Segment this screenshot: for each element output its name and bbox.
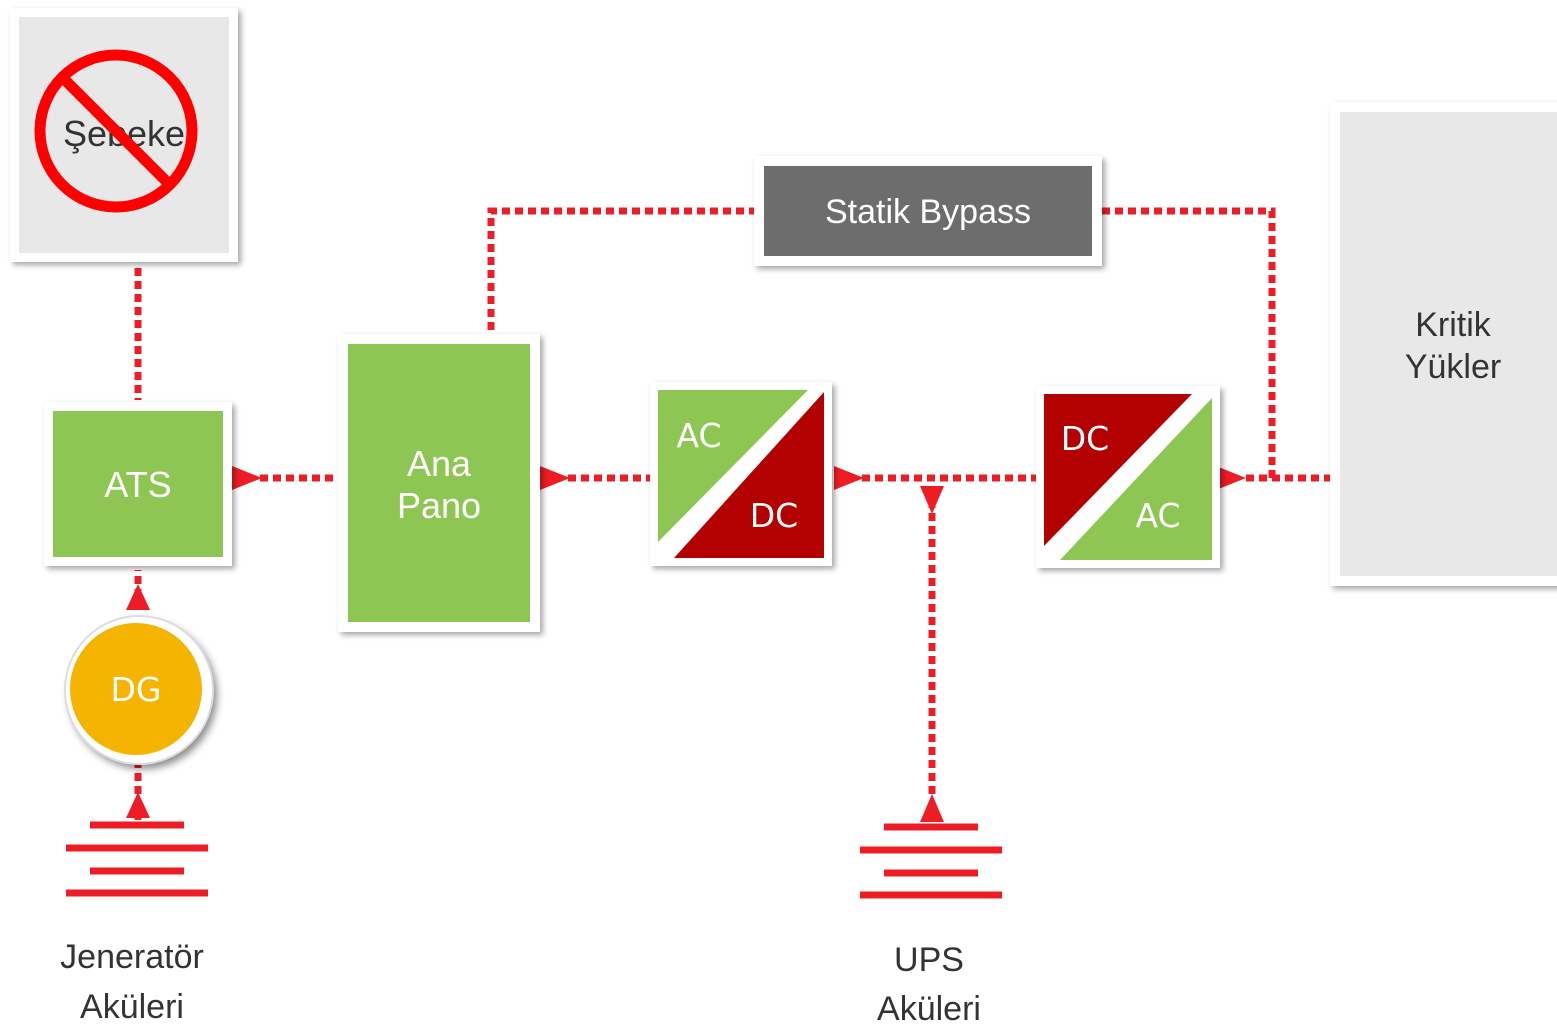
arrow-head [920,486,944,514]
static-bypass-node: Statik Bypass [754,156,1102,266]
critical-loads-node: Kritik Yükler [1330,102,1557,586]
sebeke-node: Şebeke [10,8,238,262]
arrow-head [126,584,150,610]
rectifier-ac-label: AC [676,416,721,455]
ups-battery-label-line1: UPS [894,941,964,979]
ana-pano-label-line2: Pano [397,485,481,526]
ups-battery-icon [860,823,1002,899]
arrow-head [1216,466,1246,490]
generator-battery-label-line1: Jeneratör [60,938,204,976]
no-entry-icon [34,49,198,213]
ana-pano-node: Ana Pano [338,334,540,632]
static-bypass-label: Statik Bypass [825,193,1031,231]
arrow-head [126,792,150,818]
rectifier-dc-label: DC [750,496,798,535]
critical-loads-label-line2: Yükler [1405,348,1501,386]
ats-node: ATS [44,402,232,566]
arrow-head [540,466,570,490]
arrow-heads [126,466,1246,822]
arrow-head [232,466,262,490]
arrow-head [834,466,864,490]
dg-label: DG [111,670,162,709]
generator-battery-label-line2: Aküleri [80,988,184,1025]
ats-label: ATS [104,464,171,505]
ana-pano-label-line1: Ana [407,443,472,484]
arrow-head [920,794,944,822]
connection-lines [134,207,1332,820]
critical-loads-label-line1: Kritik [1415,306,1492,344]
line-bypass-right [1102,207,1276,478]
inverter-dc-label: DC [1061,419,1109,458]
dg-node: DG [64,615,214,765]
ups-battery-label-line2: Aküleri [877,990,981,1025]
line-bypass-left [487,207,756,330]
rectifier-node: AC DC [650,382,832,566]
generator-battery-icon [66,821,208,897]
inverter-node: DC AC [1036,386,1220,568]
inverter-ac-label: AC [1135,496,1180,535]
